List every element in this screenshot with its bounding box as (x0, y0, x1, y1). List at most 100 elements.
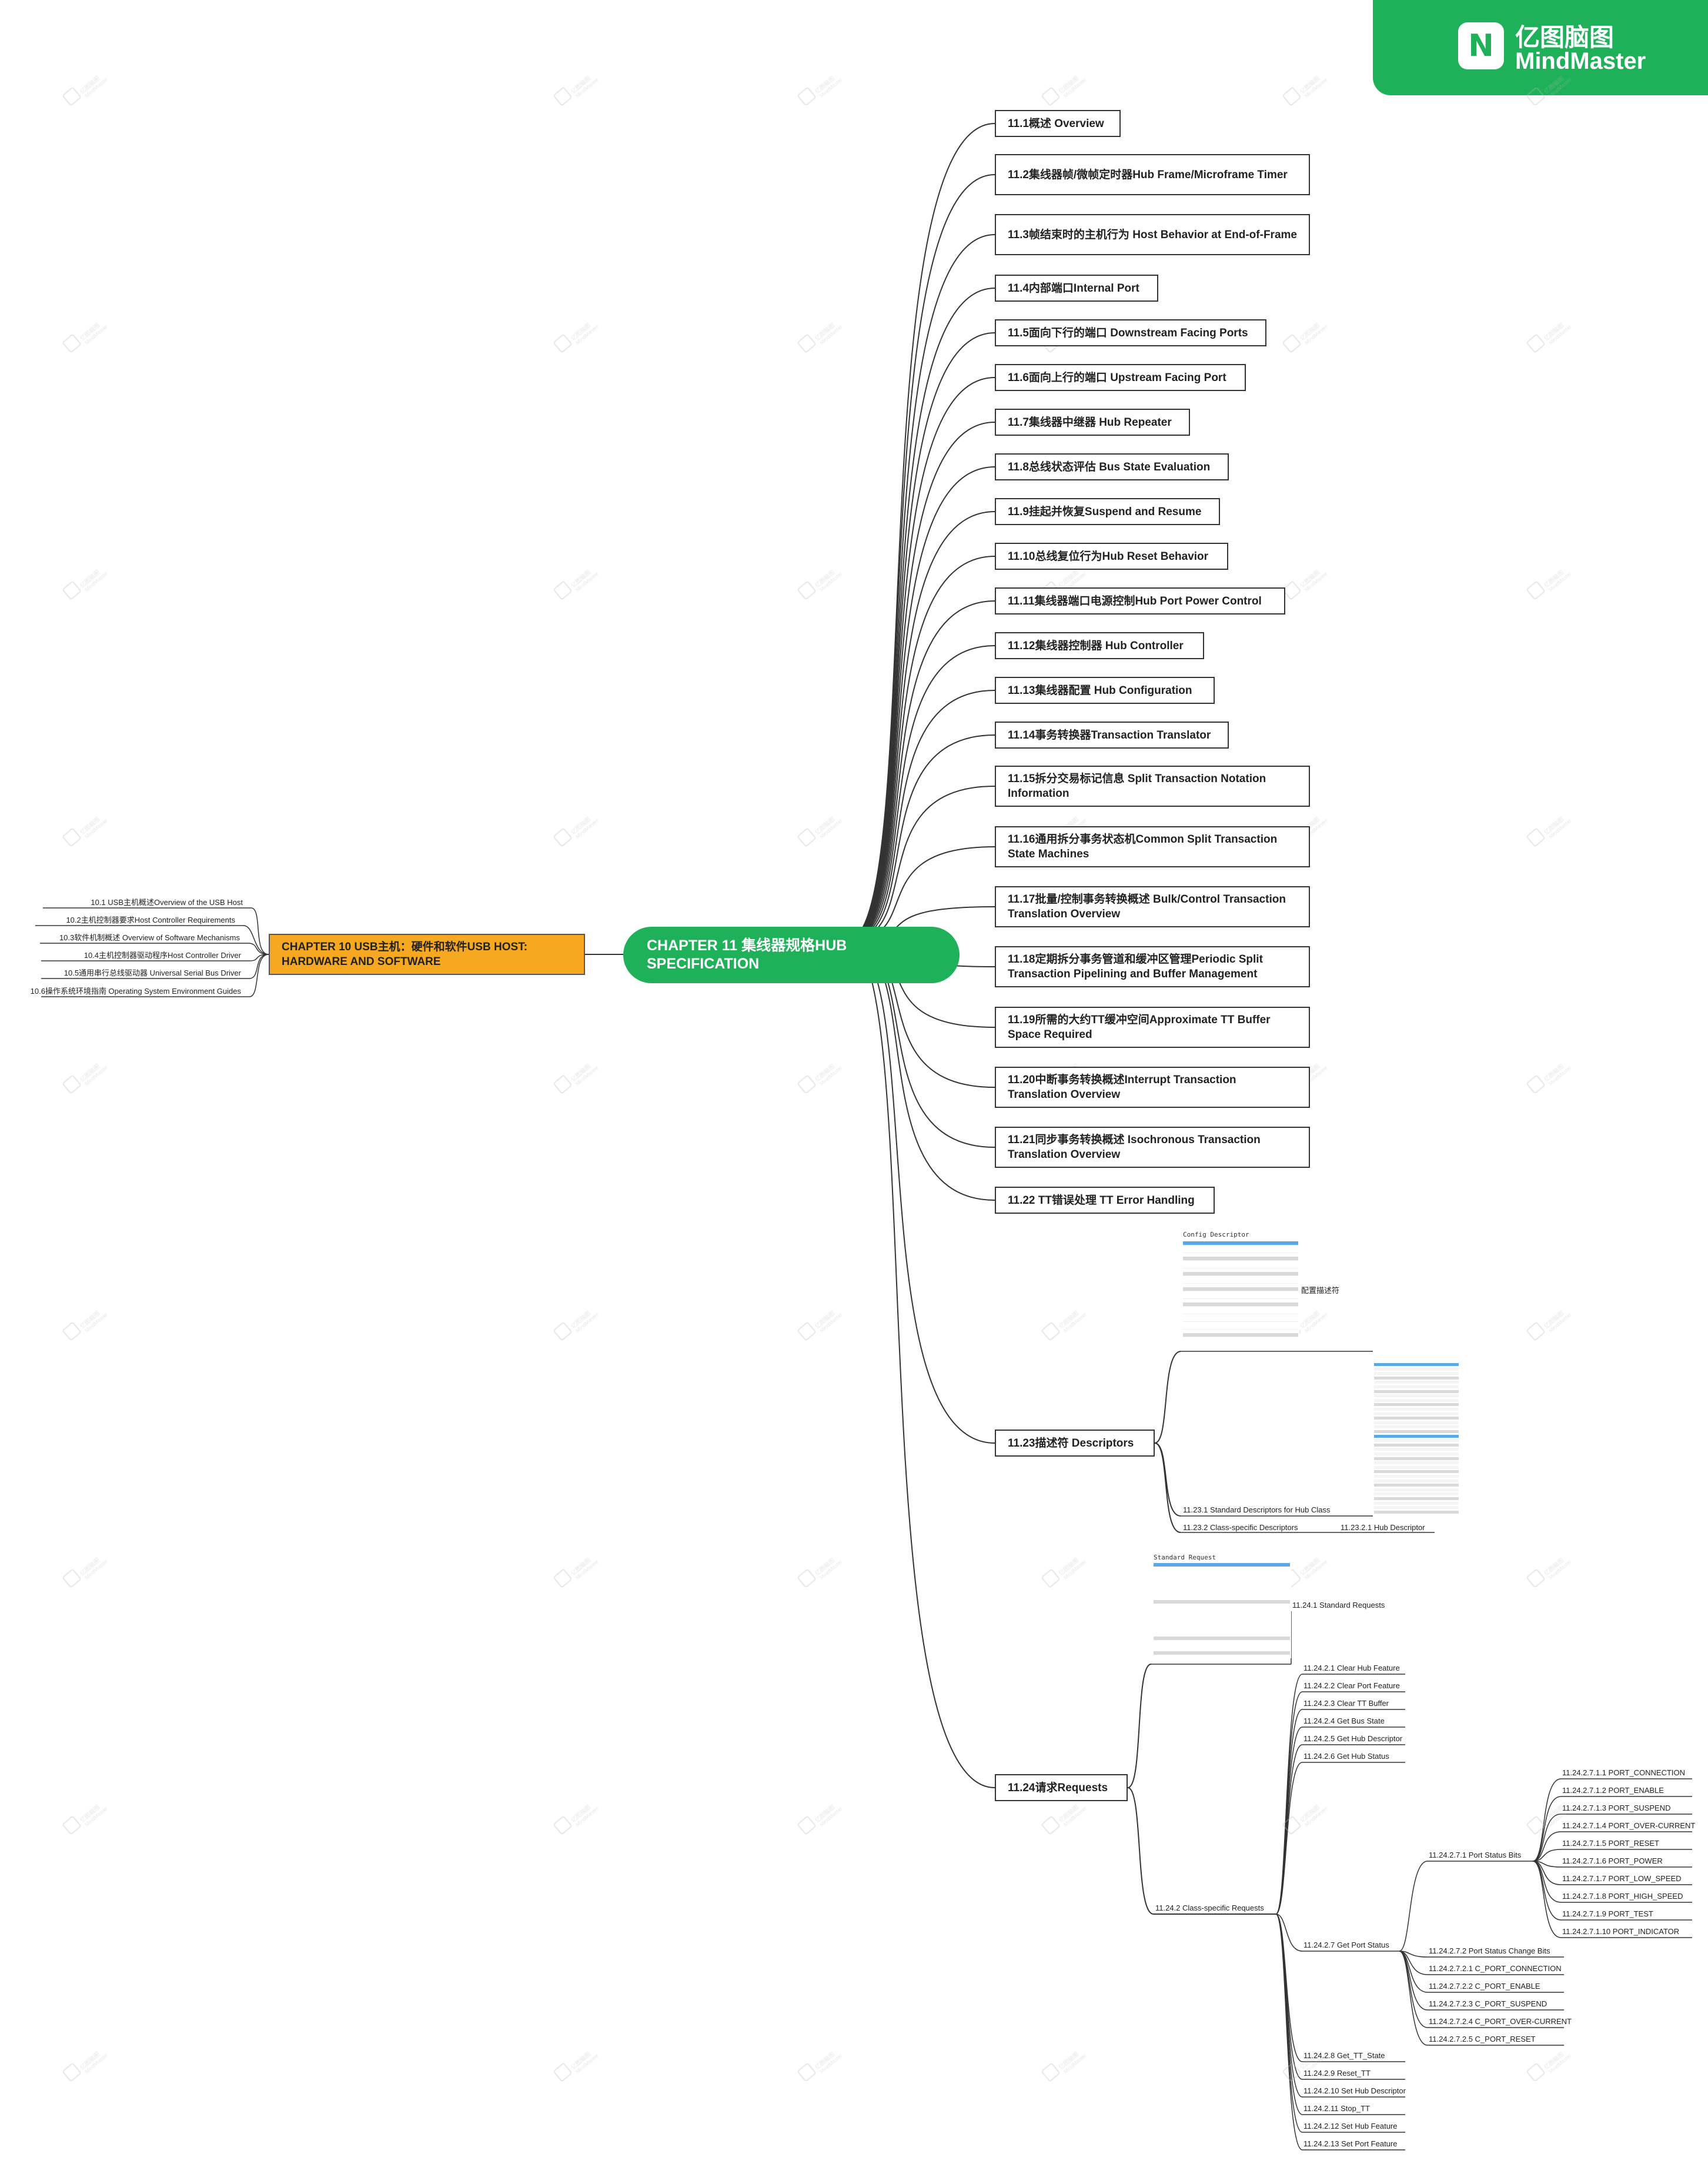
port-change-bit[interactable]: 11.24.2.7.2.1 C_PORT_CONNECTION (1429, 1964, 1562, 1973)
topic-24[interactable]: 11.24请求Requests (995, 1774, 1128, 1801)
chapter-10-subtopic[interactable]: 10.6操作系统环境指南 Operating System Environmen… (30, 987, 241, 996)
topic-23[interactable]: 11.23描述符 Descriptors (995, 1430, 1155, 1457)
class-request-item[interactable]: 11.24.2.2 Clear Port Feature (1303, 1681, 1400, 1690)
chapter-10-subtopic[interactable]: 10.1 USB主机概述Overview of the USB Host (91, 898, 243, 907)
topic-14[interactable]: 11.14事务转换器Transaction Translator (995, 722, 1229, 749)
topic-label: 11.18定期拆分事务管道和缓冲区管理Periodic Split Transa… (1008, 953, 1263, 980)
topic-22[interactable]: 11.22 TT错误处理 TT Error Handling (995, 1187, 1215, 1214)
class-request-item[interactable]: 11.24.2.4 Get Bus State (1303, 1716, 1385, 1725)
topic-4[interactable]: 11.4内部端口Internal Port (995, 275, 1158, 302)
topic-13[interactable]: 11.13集线器配置 Hub Configuration (995, 677, 1215, 704)
topic-17[interactable]: 11.17批量/控制事务转换概述 Bulk/Control Transactio… (995, 886, 1310, 927)
class-specific-requests[interactable]: 11.24.2 Class-specific Requests (1155, 1903, 1264, 1912)
standard-request-row (1154, 1570, 1290, 1574)
port-status-change-bits[interactable]: 11.24.2.7.2 Port Status Change Bits (1429, 1946, 1550, 1955)
topic-20[interactable]: 11.20中断事务转换概述Interrupt Transaction Trans… (995, 1067, 1310, 1108)
chapter-10-subtopic[interactable]: 10.5通用串行总线驱动器 Universal Serial Bus Drive… (63, 969, 241, 977)
topic-12[interactable]: 11.12集线器控制器 Hub Controller (995, 632, 1204, 659)
config-descriptor-image: Config Descriptor (1182, 1231, 1299, 1348)
topic-5[interactable]: 11.5面向下行的端口 Downstream Facing Ports (995, 319, 1266, 346)
class-request-item[interactable]: 11.24.2.8 Get_TT_State (1303, 2051, 1385, 2060)
connector-line (1532, 1831, 1692, 1862)
port-status-bit[interactable]: 11.24.2.7.1.9 PORT_TEST (1562, 1909, 1653, 1918)
chapter-10-subtopic[interactable]: 10.3软件机制概述 Overview of Software Mechanis… (59, 933, 240, 942)
topic-6[interactable]: 11.6面向上行的端口 Upstream Facing Port (995, 364, 1246, 391)
get-port-status[interactable]: 11.24.2.7 Get Port Status (1303, 1941, 1389, 1949)
config-table-row (1183, 1241, 1298, 1245)
topic-label: 11.15拆分交易标记信息 Split Transaction Notation… (1008, 773, 1266, 800)
port-change-bit[interactable]: 11.24.2.7.2.2 C_PORT_ENABLE (1429, 1982, 1540, 1991)
interface-table-row (1374, 1425, 1459, 1429)
interface-table-row (1374, 1412, 1459, 1415)
class-request-item[interactable]: 11.24.2.5 Get Hub Descriptor (1303, 1734, 1403, 1743)
interface-table-row (1374, 1443, 1459, 1447)
topic-11[interactable]: 11.11集线器端口电源控制Hub Port Power Control (995, 587, 1285, 615)
interface-table-row (1374, 1439, 1459, 1442)
config-table-row (1183, 1325, 1298, 1330)
config-table-row (1183, 1257, 1298, 1261)
topic-8[interactable]: 11.8总线状态评估 Bus State Evaluation (995, 453, 1229, 480)
interface-table-row (1374, 1394, 1459, 1398)
topic-18[interactable]: 11.18定期拆分事务管道和缓冲区管理Periodic Split Transa… (995, 946, 1310, 987)
brand-logo: N 亿图脑图 MindMaster (1373, 0, 1708, 95)
config-descriptor-label[interactable]: 配置描述符 (1301, 1286, 1340, 1295)
standard-requests[interactable]: 11.24.1 Standard Requests (1292, 1601, 1385, 1609)
topic-7[interactable]: 11.7集线器中继器 Hub Repeater (995, 409, 1190, 436)
connector-line (1532, 1796, 1692, 1862)
connector-line (846, 174, 995, 941)
topic-21[interactable]: 11.21同步事务转换概述 Isochronous Transaction Tr… (995, 1127, 1310, 1168)
port-status-bit[interactable]: 11.24.2.7.1.7 PORT_LOW_SPEED (1562, 1874, 1682, 1883)
interface-table-row (1374, 1376, 1459, 1380)
topic-15[interactable]: 11.15拆分交易标记信息 Split Transaction Notation… (995, 766, 1310, 807)
port-status-bit[interactable]: 11.24.2.7.1.5 PORT_RESET (1562, 1839, 1659, 1848)
chapter-10-topic[interactable]: CHAPTER 10 USB主机：硬件和软件USB HOST: HARDWARE… (269, 934, 585, 975)
root-topic[interactable]: CHAPTER 11 集线器规格HUB SPECIFICATION (623, 927, 960, 983)
port-status-bit[interactable]: 11.24.2.7.1.6 PORT_POWER (1562, 1856, 1663, 1865)
connector-line (243, 925, 269, 955)
port-change-bit[interactable]: 11.24.2.7.2.3 C_PORT_SUSPEND (1429, 1999, 1547, 2008)
port-status-bit[interactable]: 11.24.2.7.1.8 PORT_HIGH_SPEED (1562, 1892, 1683, 1901)
class-request-item[interactable]: 11.24.2.10 Set Hub Descriptor (1303, 2086, 1406, 2095)
class-request-item[interactable]: 11.24.2.6 Get Hub Status (1303, 1752, 1389, 1761)
port-change-bit[interactable]: 11.24.2.7.2.4 C_PORT_OVER-CURRENT (1429, 2017, 1572, 2026)
class-request-item[interactable]: 11.24.2.12 Set Hub Feature (1303, 2122, 1398, 2130)
topic-10[interactable]: 11.10总线复位行为Hub Reset Behavior (995, 543, 1228, 570)
topic-19[interactable]: 11.19所需的大约TT缓冲空间Approximate TT Buffer Sp… (995, 1007, 1310, 1048)
topic-9[interactable]: 11.9挂起并恢复Suspend and Resume (995, 498, 1220, 525)
class-specific-descriptors[interactable]: 11.23.2 Class-specific Descriptors (1183, 1523, 1298, 1532)
port-status-bits[interactable]: 11.24.2.7.1 Port Status Bits (1429, 1851, 1522, 1859)
chapter-10-subtopic[interactable]: 10.2主机控制器要求Host Controller Requirements (66, 916, 235, 924)
interface-table-row (1374, 1492, 1459, 1496)
hub-descriptor[interactable]: 11.23.2.1 Hub Descriptor (1341, 1523, 1425, 1532)
port-status-bit[interactable]: 11.24.2.7.1.1 PORT_CONNECTION (1562, 1768, 1686, 1777)
class-request-item[interactable]: 11.24.2.13 Set Port Feature (1303, 2139, 1398, 2148)
class-request-item[interactable]: 11.24.2.1 Clear Hub Feature (1303, 1664, 1400, 1672)
topic-1[interactable]: 11.1概述 Overview (995, 110, 1121, 137)
port-status-bit[interactable]: 11.24.2.7.1.4 PORT_OVER-CURRENT (1562, 1821, 1696, 1830)
topic-16[interactable]: 11.16通用拆分事务状态机Common Split Transaction S… (995, 826, 1310, 867)
port-status-bit[interactable]: 11.24.2.7.1.10 PORT_INDICATOR (1562, 1927, 1680, 1936)
standard-descriptors-hub-class[interactable]: 11.23.1 Standard Descriptors for Hub Cla… (1183, 1505, 1331, 1514)
interface-table-row (1374, 1470, 1459, 1474)
topic-2[interactable]: 11.2集线器帧/微帧定时器Hub Frame/Microframe Timer (995, 154, 1310, 195)
interface-table-row (1374, 1421, 1459, 1424)
port-status-bit[interactable]: 11.24.2.7.1.3 PORT_SUSPEND (1562, 1804, 1671, 1812)
chapter-10-subtopic[interactable]: 10.4主机控制器驱动程序Host Controller Driver (83, 951, 241, 960)
standard-request-row (1154, 1637, 1290, 1640)
port-status-bit[interactable]: 11.24.2.7.1.2 PORT_ENABLE (1562, 1786, 1664, 1795)
class-request-item[interactable]: 11.24.2.11 Stop_TT (1303, 2104, 1370, 2113)
topic-3[interactable]: 11.3帧结束时的主机行为 Host Behavior at End-of-Fr… (995, 214, 1310, 255)
class-request-item[interactable]: 11.24.2.9 Reset_TT (1303, 2069, 1371, 2078)
config-table-row (1183, 1249, 1298, 1253)
class-request-item[interactable]: 11.24.2.3 Clear TT Buffer (1303, 1699, 1389, 1708)
topic-label: 11.5面向下行的端口 Downstream Facing Ports (1008, 326, 1248, 339)
port-change-bit[interactable]: 11.24.2.7.2.5 C_PORT_RESET (1429, 2035, 1536, 2043)
